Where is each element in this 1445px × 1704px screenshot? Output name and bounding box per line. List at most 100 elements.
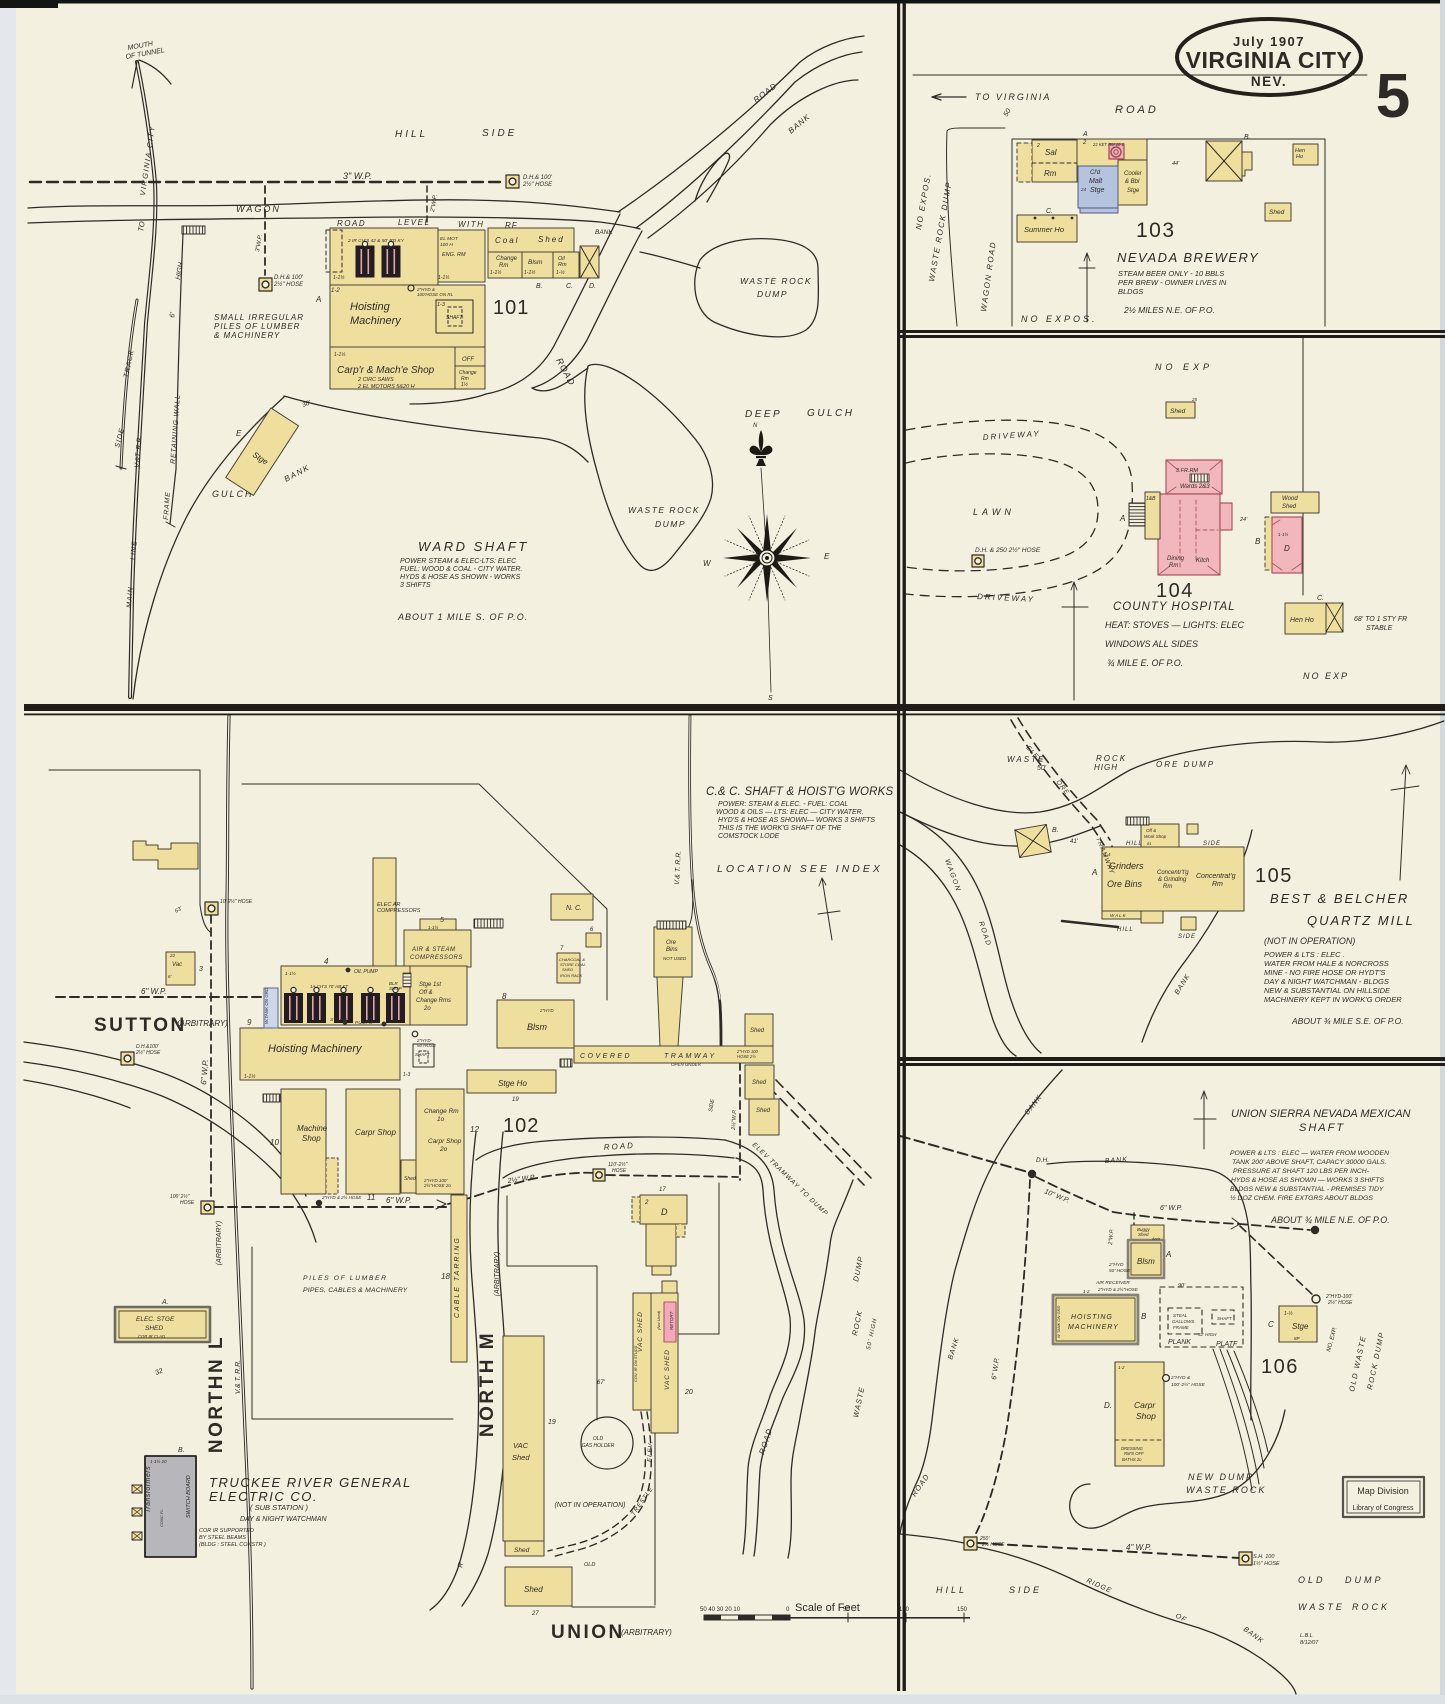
svg-text:3.FR.RM: 3.FR.RM bbox=[1176, 468, 1198, 474]
svg-text:22: 22 bbox=[169, 953, 176, 958]
svg-text:(NOT IN OPERATION): (NOT IN OPERATION) bbox=[1264, 936, 1355, 946]
svg-text:3" W.P.: 3" W.P. bbox=[343, 171, 372, 181]
svg-text:HOSE 2½: HOSE 2½ bbox=[737, 1054, 756, 1059]
svg-text:PILES OF LUMBER: PILES OF LUMBER bbox=[214, 322, 300, 331]
svg-text:CONC FL: CONC FL bbox=[159, 1509, 164, 1527]
svg-text:NEV.: NEV. bbox=[1251, 74, 1287, 89]
svg-text:LOCATION SEE INDEX: LOCATION SEE INDEX bbox=[717, 863, 883, 875]
svg-text:BLR: BLR bbox=[389, 981, 399, 986]
svg-text:D.: D. bbox=[589, 283, 596, 290]
svg-text:2"HYD: 2"HYD bbox=[1108, 1262, 1124, 1268]
svg-text:Map Division: Map Division bbox=[1357, 1486, 1409, 1496]
svg-text:110'-2½": 110'-2½" bbox=[608, 1161, 628, 1168]
svg-text:SHAFT: SHAFT bbox=[1217, 1316, 1233, 1321]
svg-text:Vac: Vac bbox=[172, 962, 182, 968]
svg-text:COUNTY HOSPITAL: COUNTY HOSPITAL bbox=[1113, 601, 1236, 613]
svg-text:27: 27 bbox=[531, 1611, 539, 1617]
svg-text:MOUTH: MOUTH bbox=[127, 40, 154, 52]
svg-text:VAC SHED: VAC SHED bbox=[664, 1349, 671, 1390]
svg-text:½ DOZ CHEM. FIRE EXTGRS ABOU: ½ DOZ CHEM. FIRE EXTGRS ABOUT BLDGS bbox=[1230, 1194, 1373, 1202]
svg-text:Rm: Rm bbox=[558, 262, 567, 268]
svg-text:W.TANK ON GRD: W.TANK ON GRD bbox=[264, 987, 269, 1024]
svg-text:VAC SHED: VAC SHED bbox=[637, 1311, 644, 1352]
svg-text:HILL: HILL bbox=[936, 1585, 967, 1595]
svg-text:0: 0 bbox=[786, 1607, 790, 1613]
svg-text:QUARTZ MILL: QUARTZ MILL bbox=[1307, 913, 1415, 928]
svg-text:2½" W.P.: 2½" W.P. bbox=[506, 1173, 536, 1185]
svg-text:Scale of Feet: Scale of Feet bbox=[795, 1602, 860, 1614]
svg-text:(Not Used): (Not Used) bbox=[656, 1310, 661, 1330]
svg-text:V.& T. R.R.: V.& T. R.R. bbox=[674, 850, 683, 885]
svg-text:LAWN: LAWN bbox=[973, 507, 1015, 517]
svg-text:Change Rm: Change Rm bbox=[424, 1108, 459, 1115]
svg-text:81: 81 bbox=[1147, 841, 1151, 846]
svg-text:1o: 1o bbox=[437, 1116, 445, 1123]
svg-text:9: 9 bbox=[247, 1018, 252, 1027]
svg-text:STEAM BEER ONLY - 10 BBLS: STEAM BEER ONLY - 10 BBLS bbox=[1118, 269, 1224, 278]
svg-text:RF: RF bbox=[505, 221, 518, 230]
svg-text:SIDE: SIDE bbox=[1203, 841, 1221, 847]
svg-text:PER BREW - OWNER LIVES IN: PER BREW - OWNER LIVES IN bbox=[1118, 278, 1227, 287]
svg-text:Summer Ho: Summer Ho bbox=[1024, 225, 1064, 234]
svg-text:NEVADA BREWERY: NEVADA BREWERY bbox=[1117, 250, 1259, 265]
svg-text:Rm: Rm bbox=[461, 376, 469, 382]
svg-text:1-3: 1-3 bbox=[403, 1072, 410, 1078]
svg-text:Shed: Shed bbox=[512, 1453, 530, 1462]
svg-text:WATER FROM HALE & NORCROSS: WATER FROM HALE & NORCROSS bbox=[1264, 959, 1389, 968]
svg-text:Change Rms: Change Rms bbox=[416, 998, 451, 1004]
svg-text:MACHINERY KEPT IN WORK'G ORDER: MACHINERY KEPT IN WORK'G ORDER bbox=[1264, 995, 1402, 1004]
svg-text:(ARBITRARY): (ARBITRARY) bbox=[216, 1221, 223, 1265]
svg-text:2: 2 bbox=[1082, 140, 1087, 146]
svg-text:PRESSURE AT SHAFT 120 LBS: PRESSURE AT SHAFT 120 LBS PER INCH- bbox=[1233, 1168, 1370, 1175]
svg-text:A: A bbox=[315, 295, 321, 304]
svg-text:LEVEL: LEVEL bbox=[398, 218, 430, 227]
svg-text:SMALL IRREGULAR: SMALL IRREGULAR bbox=[214, 313, 304, 322]
svg-text:10' 2½" HOSE: 10' 2½" HOSE bbox=[220, 898, 253, 905]
svg-text:Dining: Dining bbox=[1167, 556, 1185, 562]
svg-text:B.: B. bbox=[1244, 134, 1251, 141]
svg-text:W TANK ON GRD: W TANK ON GRD bbox=[1056, 1306, 1061, 1338]
svg-text:1-1½: 1-1½ bbox=[524, 269, 536, 276]
svg-text:C.& C. SHAFT & HOIST'G WORKS: C.& C. SHAFT & HOIST'G WORKS bbox=[706, 786, 893, 798]
svg-text:GALLOWS: GALLOWS bbox=[1172, 1319, 1194, 1324]
svg-text:8: 8 bbox=[502, 992, 507, 1001]
svg-text:105: 105 bbox=[1255, 865, 1293, 887]
svg-text:ABOUT ¾ MILE S.E. OF P.O.: ABOUT ¾ MILE S.E. OF P.O. bbox=[1291, 1016, 1404, 1026]
svg-text:DRESSING: DRESSING bbox=[1121, 1446, 1144, 1451]
svg-text:2"HYD &: 2"HYD & bbox=[1170, 1375, 1190, 1381]
svg-text:20: 20 bbox=[684, 1389, 693, 1396]
svg-text:D: D bbox=[661, 1207, 668, 1217]
svg-text:V.& T. R.R.: V.& T. R.R. bbox=[235, 1360, 242, 1394]
svg-text:FRAME: FRAME bbox=[163, 491, 172, 520]
svg-text:(ARBITRARY): (ARBITRARY) bbox=[494, 1252, 501, 1296]
svg-text:S.H. 100: S.H. 100 bbox=[1253, 1554, 1275, 1560]
svg-text:HYDS & HOSE AS SHOWN - WORKS: HYDS & HOSE AS SHOWN - WORKS bbox=[400, 574, 521, 581]
svg-text:Rm: Rm bbox=[1163, 884, 1172, 890]
svg-text:CABLE TARRING: CABLE TARRING bbox=[454, 1236, 461, 1318]
svg-text:S: S bbox=[768, 695, 773, 702]
svg-text:2½" HOSE: 2½" HOSE bbox=[273, 281, 304, 288]
svg-text:A: A bbox=[1165, 1250, 1171, 1259]
svg-text:DAY & NIGHT WATCHMAN - BLDGS: DAY & NIGHT WATCHMAN - BLDGS bbox=[1264, 977, 1389, 986]
svg-text:ROCK: ROCK bbox=[1352, 1602, 1390, 1612]
svg-text:SHAFT: SHAFT bbox=[415, 1052, 431, 1057]
svg-text:BY STEEL BEAMS: BY STEEL BEAMS bbox=[199, 1535, 246, 1541]
svg-text:W: W bbox=[703, 559, 712, 568]
svg-text:Machine: Machine bbox=[297, 1124, 328, 1133]
svg-text:10: 10 bbox=[270, 1138, 279, 1147]
svg-text:32: 32 bbox=[154, 1368, 164, 1377]
svg-text:90': 90' bbox=[1178, 1283, 1186, 1289]
svg-text:50 HOSE: 50 HOSE bbox=[417, 1043, 437, 1048]
svg-text:WASTE ROCK: WASTE ROCK bbox=[1186, 1485, 1266, 1495]
svg-text:2½"HOSE 2o: 2½"HOSE 2o bbox=[423, 1182, 451, 1188]
svg-text:Change: Change bbox=[459, 370, 477, 376]
svg-text:DUMP: DUMP bbox=[1345, 1575, 1384, 1585]
svg-text:Ore Bins: Ore Bins bbox=[1107, 879, 1143, 889]
svg-text:1-2: 1-2 bbox=[331, 288, 340, 294]
svg-text:103: 103 bbox=[1136, 219, 1176, 242]
svg-text:50: 50 bbox=[843, 1607, 850, 1613]
svg-text:Hoisting: Hoisting bbox=[350, 301, 391, 313]
svg-text:Carpr Shop: Carpr Shop bbox=[428, 1138, 462, 1145]
svg-text:1-3: 1-3 bbox=[437, 302, 446, 308]
svg-text:E: E bbox=[824, 552, 830, 561]
